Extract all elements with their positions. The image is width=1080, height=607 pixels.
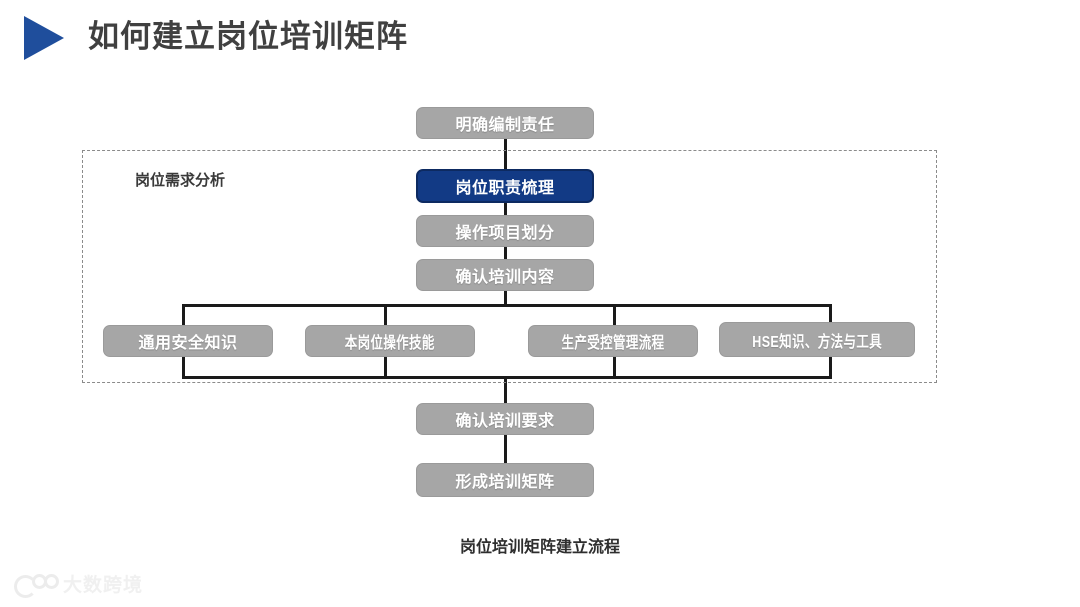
- triangle-right-icon: [24, 16, 64, 60]
- connector-neirong-to-bus: [504, 289, 507, 307]
- node-label: 操作项目划分: [455, 225, 555, 242]
- connector-bottom-bus: [182, 376, 832, 379]
- page-title: 如何建立岗位培训矩阵: [88, 19, 408, 54]
- node-leaf-general-safety[interactable]: 通用安全知识: [103, 325, 273, 357]
- node-role-duty-review[interactable]: 岗位职责梳理: [416, 169, 594, 203]
- connector-huafen-to-neirong: [504, 245, 507, 261]
- node-label: 明确编制责任: [455, 117, 555, 134]
- connector-yaoqiu-to-juzhen: [504, 433, 507, 465]
- diagram-caption: 岗位培训矩阵建立流程: [459, 539, 620, 556]
- node-label: 生产受控管理流程: [561, 335, 665, 352]
- watermark-label: 大数跨境: [63, 575, 144, 596]
- connector-top-bus: [182, 304, 832, 307]
- node-label: 本岗位操作技能: [344, 335, 436, 352]
- node-leaf-hse[interactable]: HSE知识、方法与工具: [719, 322, 915, 357]
- connector-zeren-to-zhize: [504, 137, 507, 171]
- group-label: 岗位需求分析: [135, 172, 226, 189]
- node-confirm-training-request[interactable]: 确认培训要求: [416, 403, 594, 435]
- dashukuajing-logo-icon: [14, 573, 59, 598]
- node-label: 确认培训要求: [455, 413, 555, 430]
- node-confirm-training-content[interactable]: 确认培训内容: [416, 259, 594, 291]
- connector-bus-to-yaoqiu: [504, 376, 507, 405]
- node-label: 通用安全知识: [138, 335, 238, 352]
- node-form-training-matrix[interactable]: 形成培训矩阵: [416, 463, 594, 497]
- connector-zhize-to-huafen: [504, 201, 507, 217]
- node-define-responsibility[interactable]: 明确编制责任: [416, 107, 594, 139]
- node-leaf-controlled-process[interactable]: 生产受控管理流程: [528, 325, 698, 357]
- group-requirement-analysis: [82, 150, 937, 383]
- slide-header: 如何建立岗位培训矩阵: [0, 0, 1080, 80]
- node-label: 形成培训矩阵: [455, 474, 555, 491]
- watermark: 大数跨境: [14, 570, 144, 598]
- node-leaf-post-skills[interactable]: 本岗位操作技能: [305, 325, 475, 357]
- node-label: 岗位职责梳理: [455, 180, 555, 197]
- node-label: 确认培训内容: [455, 269, 555, 286]
- node-operation-item-split[interactable]: 操作项目划分: [416, 215, 594, 247]
- node-label: HSE知识、方法与工具: [752, 333, 882, 351]
